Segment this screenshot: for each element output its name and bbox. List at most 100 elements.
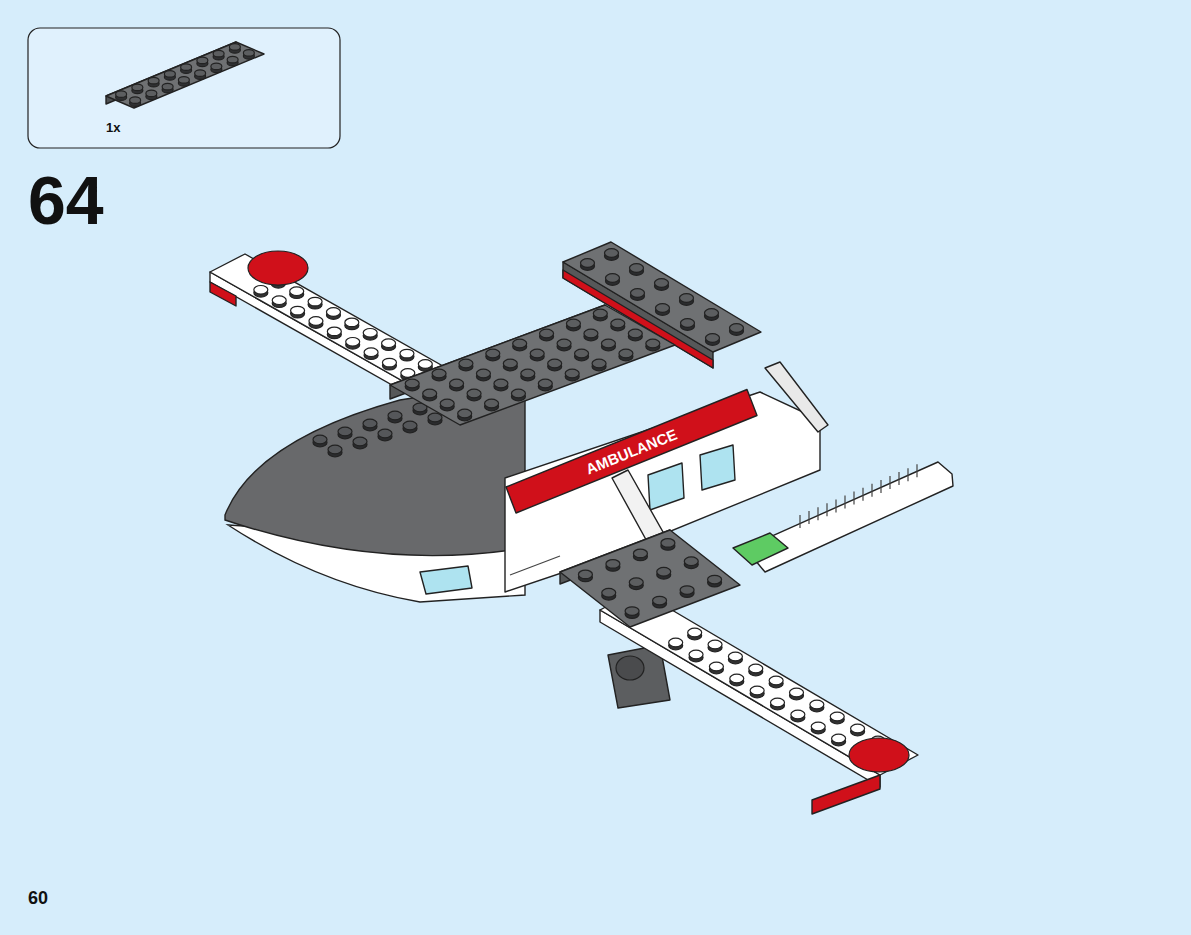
parts-callout: 1x (28, 28, 340, 148)
stud (458, 409, 472, 418)
stabilizer-rib (862, 488, 863, 501)
plate-top (106, 42, 264, 108)
stud (388, 411, 402, 420)
stud (309, 317, 323, 326)
stud (326, 308, 340, 317)
stud (655, 279, 669, 288)
stud (272, 296, 286, 305)
stud (709, 662, 723, 671)
stud (606, 560, 620, 569)
stud (291, 306, 305, 315)
stud (625, 607, 639, 616)
stabilizer-rib (880, 480, 881, 493)
stud (227, 56, 238, 63)
stud (364, 348, 378, 357)
stud (750, 686, 764, 695)
stud (229, 44, 240, 51)
callout-frame (28, 28, 340, 148)
stud (213, 50, 224, 57)
stud (771, 698, 785, 707)
stud (689, 650, 703, 659)
stud (382, 358, 396, 367)
stud (575, 349, 589, 358)
stud (851, 724, 865, 733)
stud (657, 567, 671, 576)
stud (730, 674, 744, 683)
stud (450, 379, 464, 388)
stud (428, 413, 442, 422)
airplane (28, 28, 953, 814)
stud (148, 77, 159, 84)
stud (708, 575, 722, 584)
stud (578, 570, 592, 579)
fuselage-print: AMBULANCE (583, 426, 678, 476)
wing-light (849, 738, 909, 772)
stud (681, 319, 695, 328)
stud (503, 359, 517, 368)
stabilizer-rib (889, 476, 890, 489)
stud (400, 349, 414, 358)
stud (308, 297, 322, 306)
stud (653, 596, 667, 605)
stud (630, 264, 644, 273)
stud (540, 329, 554, 338)
plate-side (106, 42, 236, 104)
stud (631, 289, 645, 298)
wing-tip (210, 282, 236, 306)
stud (353, 437, 367, 446)
stud (162, 83, 173, 90)
stud (130, 97, 141, 104)
stud (705, 309, 719, 318)
transparent-green-tile (733, 533, 788, 565)
stud (688, 628, 702, 637)
stud (363, 329, 377, 338)
stud (459, 359, 473, 368)
stud (181, 64, 192, 71)
stud (706, 334, 720, 343)
stud (584, 329, 598, 338)
stud (708, 640, 722, 649)
stud (669, 638, 683, 647)
stabilizer-rib (808, 511, 809, 524)
stud (592, 359, 606, 368)
stud (346, 338, 360, 347)
stud (791, 710, 805, 719)
plate-top (560, 530, 740, 627)
stud (633, 549, 647, 558)
window (648, 463, 684, 510)
stud (830, 712, 844, 721)
stud (486, 349, 500, 358)
stud (530, 349, 544, 358)
stud (605, 249, 619, 258)
page-number: 60 (28, 889, 48, 907)
stud (485, 399, 499, 408)
panel-line (510, 556, 560, 575)
stud (601, 339, 615, 348)
stud (440, 399, 454, 408)
stud (680, 586, 694, 595)
stud (378, 429, 392, 438)
stud (684, 557, 698, 566)
stud (328, 445, 342, 454)
wing-tip (812, 775, 880, 814)
stud (363, 419, 377, 428)
stud (243, 50, 254, 57)
stud (730, 324, 744, 333)
stud (313, 435, 327, 444)
window (420, 566, 472, 594)
quantity-label: 1x (106, 120, 120, 135)
stud (197, 57, 208, 64)
stud (178, 77, 189, 84)
stud (629, 578, 643, 587)
stabilizer-rib (907, 468, 908, 481)
stabilizer-rib (898, 472, 899, 485)
stud (146, 90, 157, 97)
stud (548, 359, 562, 368)
stud (382, 339, 396, 348)
stud (656, 304, 670, 313)
stud (418, 360, 432, 369)
stud (423, 389, 437, 398)
stud (403, 421, 417, 430)
stud (327, 327, 341, 336)
step-number: 64 (28, 166, 104, 234)
